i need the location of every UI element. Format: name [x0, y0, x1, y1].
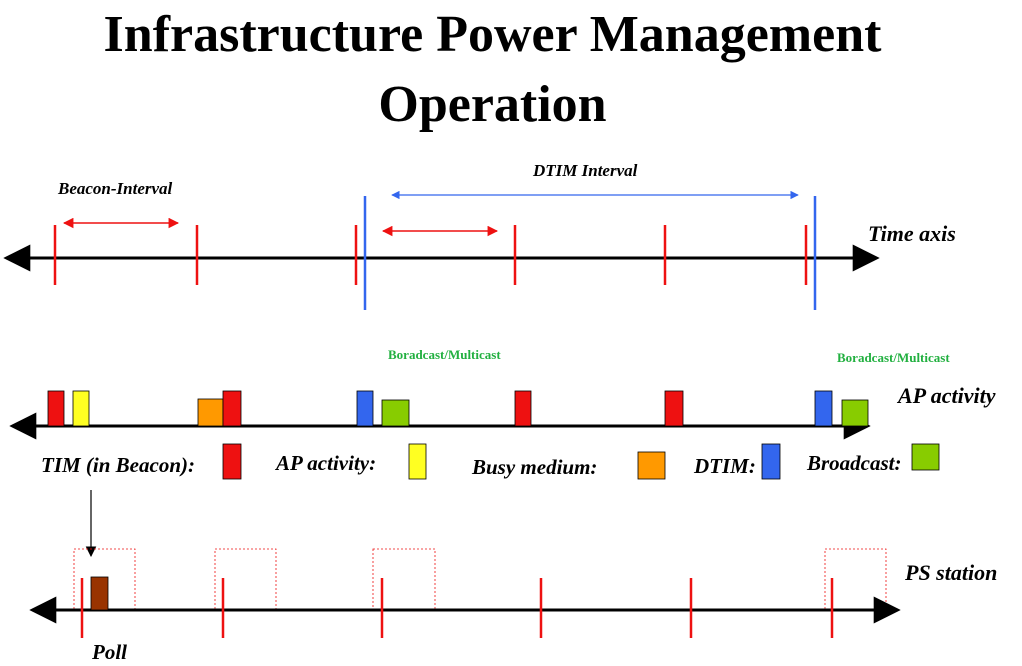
dtim-interval-label: DTIM Interval [532, 161, 638, 180]
legend-ap-activity-swatch [408, 443, 427, 480]
ps-station-label: PS station [904, 560, 997, 585]
title-line-1: Infrastructure Power Management [103, 6, 882, 63]
tim-block [47, 390, 65, 427]
legend-busy-medium-swatch [637, 451, 666, 480]
ap-activity-row-label: AP activity [896, 383, 996, 408]
broadcast-block [841, 399, 869, 427]
broadcast-multicast-label: Boradcast/Multicast [388, 347, 501, 362]
dtim-block [356, 390, 374, 427]
title-line-2: Operation [378, 76, 607, 133]
tim-block [664, 390, 684, 427]
legend-ap-activity-label: AP activity: [274, 451, 376, 475]
ap-activity-block [72, 390, 90, 427]
time-axis-label: Time axis [868, 221, 956, 246]
beacon-interval-label: Beacon-Interval [57, 179, 173, 198]
awake-window [824, 548, 887, 611]
broadcast-multicast-label: Boradcast/Multicast [837, 350, 950, 365]
legend-busy-medium-label: Busy medium: [471, 455, 597, 479]
dtim-block [814, 390, 833, 427]
poll-block [90, 576, 109, 611]
busy-medium-block [197, 398, 224, 427]
legend-tim-swatch [222, 443, 242, 480]
legend-broadcast-label: Broadcast: [806, 451, 902, 475]
broadcast-block [381, 399, 410, 427]
legend-dtim-label: DTIM: [693, 454, 756, 478]
tim-block [514, 390, 532, 427]
diagram-title: Infrastructure Power Management Operatio… [0, 0, 985, 140]
poll-label: Poll [91, 640, 127, 664]
legend-broadcast-swatch [911, 443, 940, 471]
legend-dtim-swatch [761, 443, 781, 480]
tim-block [222, 390, 242, 427]
legend-tim-label: TIM (in Beacon): [41, 453, 195, 477]
